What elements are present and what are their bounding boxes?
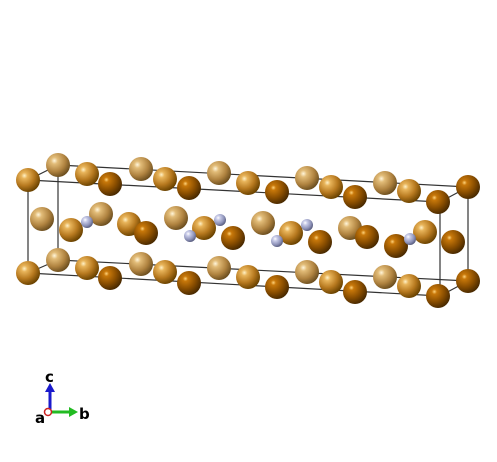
unit-cell-outline — [27, 164, 469, 297]
gold-atom — [456, 175, 480, 199]
cell-edge — [57, 259, 469, 282]
gold-atom — [192, 216, 216, 240]
gold-atom — [373, 171, 397, 195]
silver-atom — [214, 214, 226, 226]
cell-edge — [27, 179, 441, 203]
gold-atom — [236, 265, 260, 289]
gold-atom — [164, 206, 188, 230]
cell-edge — [57, 164, 469, 188]
gold-atom — [207, 161, 231, 185]
gold-atom — [308, 230, 332, 254]
gold-atom — [46, 153, 70, 177]
gold-atom — [221, 226, 245, 250]
gold-atom — [295, 260, 319, 284]
gold-atom — [153, 260, 177, 284]
gold-atom — [98, 266, 122, 290]
c-axis-label: c — [45, 368, 54, 386]
gold-atom — [343, 280, 367, 304]
gold-atom — [355, 225, 379, 249]
a-axis-dot — [43, 407, 53, 417]
gold-atom — [16, 261, 40, 285]
gold-atom — [295, 166, 319, 190]
gold-atom — [397, 274, 421, 298]
gold-atom — [373, 265, 397, 289]
gold-atom — [207, 256, 231, 280]
gold-atom — [153, 167, 177, 191]
b-axis-label: b — [79, 405, 90, 423]
gold-atom — [319, 270, 343, 294]
gold-atom — [251, 211, 275, 235]
gold-atom — [46, 248, 70, 272]
gold-atom — [413, 220, 437, 244]
gold-atom — [441, 230, 465, 254]
a-axis-label: a — [35, 409, 45, 427]
gold-atom — [426, 190, 450, 214]
b-axis-arrowhead — [69, 407, 78, 417]
gold-atom — [279, 221, 303, 245]
gold-atom — [236, 171, 260, 195]
gold-atom — [98, 172, 122, 196]
c-axis-arrowhead — [45, 383, 55, 392]
silver-atom — [301, 219, 313, 231]
silver-atom — [81, 216, 93, 228]
gold-atom — [177, 271, 201, 295]
cell-edge — [27, 272, 441, 297]
gold-atom — [265, 275, 289, 299]
axis-indicator: c b a — [35, 368, 90, 427]
gold-atom — [16, 168, 40, 192]
gold-atom — [59, 218, 83, 242]
atoms-layer — [16, 153, 480, 308]
gold-atom — [265, 180, 289, 204]
gold-atom — [75, 256, 99, 280]
silver-atom — [271, 235, 283, 247]
silver-atom — [184, 230, 196, 242]
gold-atom — [129, 157, 153, 181]
gold-atom — [426, 284, 450, 308]
gold-atom — [177, 176, 201, 200]
gold-atom — [397, 179, 421, 203]
gold-atom — [343, 185, 367, 209]
gold-atom — [89, 202, 113, 226]
gold-atom — [319, 175, 343, 199]
gold-atom — [134, 221, 158, 245]
gold-atom — [384, 234, 408, 258]
gold-atom — [75, 162, 99, 186]
gold-atom — [129, 252, 153, 276]
gold-atom — [30, 207, 54, 231]
gold-atom — [456, 269, 480, 293]
silver-atom — [404, 233, 416, 245]
